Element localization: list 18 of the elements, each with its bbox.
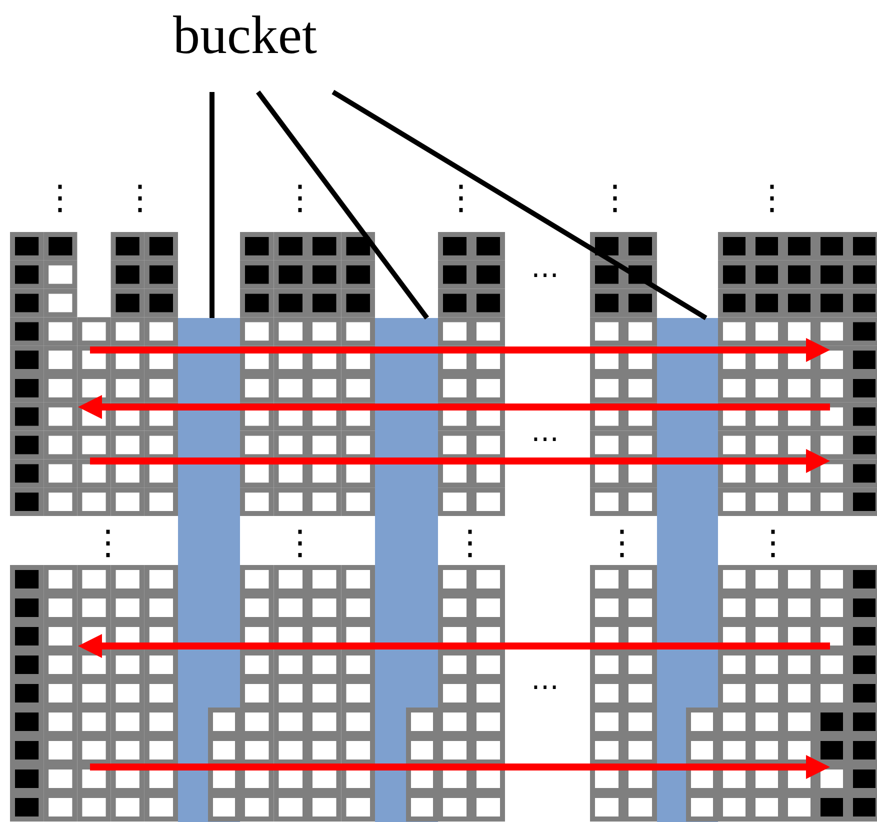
vertical-ellipsis: ⋮ [755,181,789,215]
leader-line [256,90,429,320]
vertical-ellipsis: ⋮ [43,181,77,215]
vertical-ellipsis: ⋮ [444,181,478,215]
horizontal-ellipsis: … [531,254,559,282]
leader-line [332,90,708,320]
vertical-ellipsis: ⋮ [283,181,317,215]
vertical-ellipsis: ⋮ [283,526,317,560]
vertical-ellipsis: ⋮ [123,181,157,215]
vertical-ellipsis: ⋮ [453,526,487,560]
horizontal-ellipsis: … [531,666,559,694]
leader-line [210,92,214,318]
vertical-ellipsis: ⋮ [598,181,632,215]
vertical-ellipsis: ⋮ [91,526,125,560]
vertical-ellipsis: ⋮ [756,526,790,560]
bucket-label: bucket [173,8,317,62]
horizontal-ellipsis: … [531,418,559,446]
vertical-ellipsis: ⋮ [605,526,639,560]
